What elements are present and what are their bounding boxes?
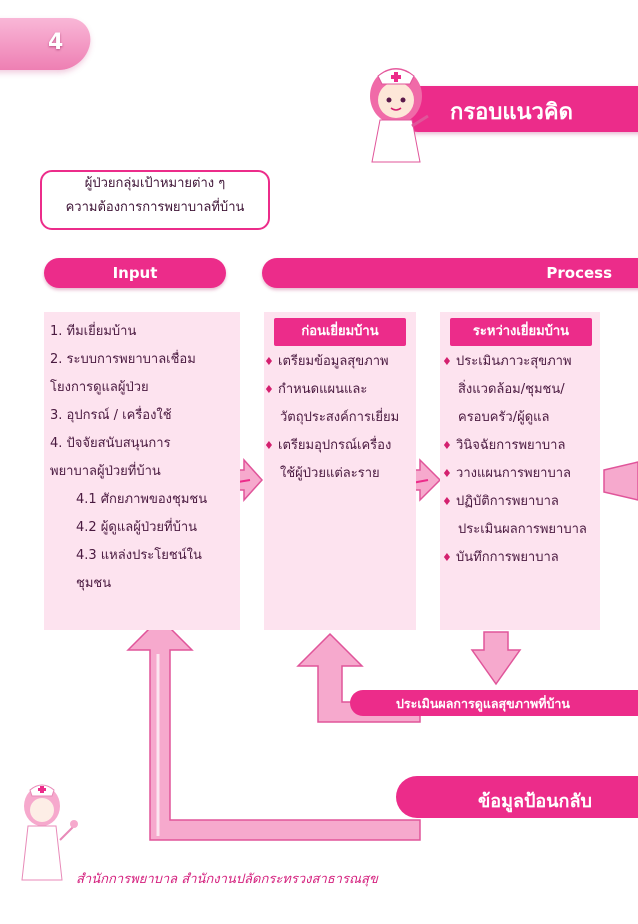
evaluation-label: ประเมินผลการดูแลสุขภาพที่บ้าน [396,696,570,711]
process-pill: Process [262,258,638,288]
feedback-label: ข้อมูลป้อนกลับ [478,791,592,812]
during-item: ครอบครัว/ผู้ดูแล [458,410,550,425]
target-group-box: ผู้ป่วยกลุ่มเป้าหมายต่าง ๆ ความต้องการกา… [40,170,270,230]
during-item: ♦ ปฏิบัติการพยาบาล [442,494,559,509]
evaluation-band [350,690,638,716]
bullet-icon: ♦ [264,383,274,396]
bullet-icon: ♦ [442,439,452,452]
footer-text: สำนักการพยาบาล สำนักงานปลัดกระทรวงสาธารณ… [76,872,378,887]
during-item: ♦ บันทึกการพยาบาล [442,550,559,565]
during-item: สิ่งแวดล้อม/ชุมชน/ [458,382,565,397]
feedback-band [396,776,638,818]
input-item: 3. อุปกรณ์ / เครื่องใช้ [50,408,172,423]
page-number: 4 [48,30,64,55]
during-item: ประเมินผลการพยาบาล [458,522,587,537]
during-item: ♦ ประเมินภาวะสุขภาพ [442,354,572,369]
input-item: โยงการดูแลผู้ป่วย [50,380,149,395]
before-item: ♦ เตรียมข้อมูลสุขภาพ [264,354,389,369]
during-item: ♦ วินิจฉัยการพยาบาล [442,438,566,453]
input-item: 4.1 ศักยภาพของชุมชน [76,492,208,507]
input-item: 4. ปัจจัยสนับสนุนการ [50,436,171,451]
before-item: ใช้ผู้ป่วยแต่ละราย [280,466,380,481]
before-visit-column [264,312,416,630]
input-item: 1. ทีมเยี่ยมบ้าน [50,324,137,339]
arrow-during-to-next [603,461,638,501]
target-line-2: ความต้องการการพยาบาลที่บ้าน [65,200,245,215]
input-item: ชุมชน [76,576,112,591]
header-band [396,86,638,132]
during-item: ♦ วางแผนการพยาบาล [442,466,572,481]
bullet-icon: ♦ [442,495,452,508]
page-title: กรอบแนวคิด [450,100,573,125]
before-visit-title: ก่อนเยี่ยมบ้าน [274,318,406,346]
before-item: ♦ กำหนดแผนและ [264,382,368,397]
input-item: 4.2 ผู้ดูแลผู้ป่วยที่บ้าน [76,520,198,535]
during-visit-title: ระหว่างเยี่ยมบ้าน [450,318,592,346]
bullet-icon: ♦ [264,439,274,452]
input-column [44,312,240,630]
before-item: ♦ เตรียมอุปกรณ์เครื่อง [264,438,392,453]
bullet-icon: ♦ [442,467,452,480]
nurse-illustration-icon [370,68,429,163]
nurse-bottom-icon [21,784,78,881]
target-line-1: ผู้ป่วยกลุ่มเป้าหมายต่าง ๆ [84,176,226,191]
bullet-icon: ♦ [264,355,274,368]
during-visit-column [440,312,600,630]
input-item: พยาบาลผู้ป่วยที่บ้าน [50,464,161,479]
bullet-icon: ♦ [442,551,452,564]
input-pill: Input [44,258,226,288]
feedback-arrow-left [126,616,421,841]
bullet-icon: ♦ [442,355,452,368]
before-item: วัตถุประสงค์การเยี่ยม [280,410,400,425]
input-item: 2. ระบบการพยาบาลเชื่อม [50,352,196,367]
input-item: 4.3 แหล่งประโยชน์ใน [76,548,202,563]
down-arrow-eval [470,631,522,686]
